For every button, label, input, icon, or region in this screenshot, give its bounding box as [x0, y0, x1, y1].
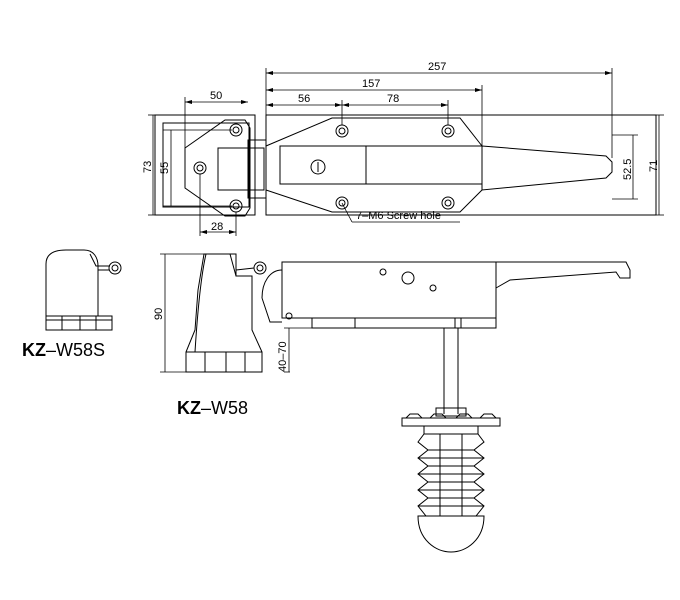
model-label-w58: KZ–W58 [177, 398, 248, 419]
side-view [185, 253, 631, 553]
model-suffix: –W58S [46, 340, 106, 360]
dim-90: 90 [153, 308, 165, 320]
hinge-joint [217, 147, 265, 191]
side-dimensions: 90 40–70 [153, 253, 312, 373]
dim-56: 56 [298, 93, 310, 105]
hinge-outer-frame [154, 114, 256, 216]
w58s-variant [45, 249, 122, 331]
bellows [417, 433, 485, 553]
dim-157: 157 [362, 78, 380, 90]
dim-55: 55 [159, 162, 171, 174]
screw-hole-2 [441, 124, 455, 138]
latch-slot [365, 145, 483, 185]
screw-hole-4 [441, 196, 455, 210]
dim-257: 257 [428, 61, 446, 73]
w58s-block [45, 249, 99, 317]
model-suffix: –W58 [201, 398, 249, 418]
screw-hole-1 [335, 124, 349, 138]
dim-28: 28 [211, 221, 223, 233]
hinge-inner-frame [162, 122, 250, 208]
latch-body-side [281, 261, 497, 319]
hinge-plate [184, 119, 251, 217]
screw-hole-callout: 7–M6 Screw hole [356, 210, 441, 222]
dim-78: 78 [387, 93, 399, 105]
dim-40-70: 40–70 [277, 341, 289, 372]
latch-base-side [311, 317, 497, 329]
dim-71: 71 [648, 160, 660, 172]
model-prefix: KZ [22, 340, 46, 360]
model-prefix: KZ [177, 398, 201, 418]
dim-52-5: 52.5 [622, 159, 634, 180]
hinge-hole-left [193, 161, 207, 175]
top-view [154, 114, 657, 217]
lock-cylinder [310, 159, 326, 175]
dim-50: 50 [210, 90, 222, 102]
handle-side-view [495, 261, 631, 289]
dim-73: 73 [142, 161, 154, 173]
flange [401, 417, 501, 427]
handle-top-view [481, 145, 613, 191]
top-dimensions: 257 157 56 78 50 73 55 [142, 61, 664, 236]
model-label-w58s: KZ–W58S [22, 340, 105, 361]
latch-plate [265, 117, 483, 213]
hinge-block-side [185, 253, 263, 373]
screw-hole-3 [335, 196, 349, 210]
